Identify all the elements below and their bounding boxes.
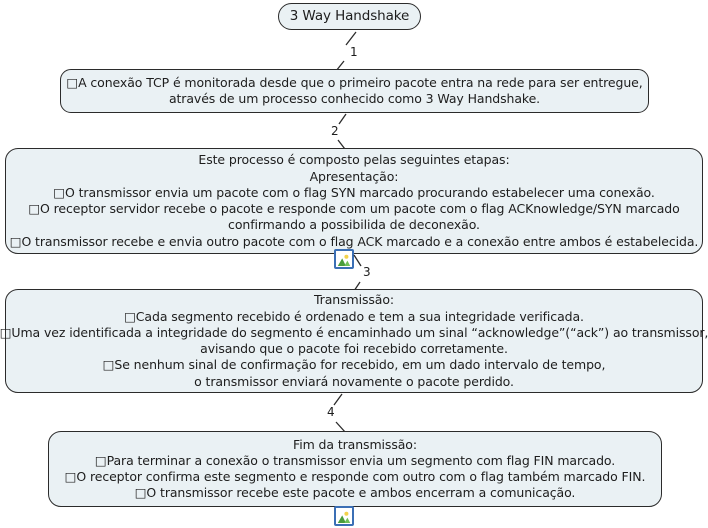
- node-fim-line-1: Fim da transmissão:: [293, 436, 417, 452]
- node-etapas-line-1: Este processo é composto pelas seguintes…: [198, 152, 510, 168]
- connector-4-label: 4: [327, 405, 335, 419]
- broken-image-glyph: [337, 252, 351, 266]
- node-etapas-line-4: □O receptor servidor recebe o pacote e r…: [28, 201, 680, 216]
- node-transmissao-line-1: Transmissão:: [313, 292, 395, 308]
- node-etapas-line-3: □O transmissor envia um pacote com o fla…: [53, 184, 655, 200]
- broken-image-placeholder-icon[interactable]: [334, 506, 354, 526]
- connector-2-label: 2: [331, 124, 339, 138]
- node-etapas-line-5: confirmando a possibilida de deconexão.: [228, 217, 480, 233]
- broken-image-glyph: [337, 509, 351, 523]
- connector-4: 4: [322, 393, 402, 433]
- broken-image-placeholder-icon[interactable]: [334, 249, 354, 269]
- node-intro-line-1: □A conexão TCP é monitorada desde que o …: [66, 74, 643, 90]
- node-etapas[interactable]: Este processo é composto pelas seguintes…: [5, 148, 703, 254]
- connector-1: 1: [322, 31, 402, 71]
- node-fim-line-3: □O receptor confirma este segmento e res…: [64, 469, 646, 484]
- node-transmissao-line-4: avisando que o pacote foi recebido corre…: [200, 341, 508, 356]
- node-intro[interactable]: □A conexão TCP é monitorada desde que o …: [60, 69, 649, 113]
- node-fim-line-4: □O transmissor recebe este pacote e ambo…: [134, 485, 576, 501]
- connector-3-line: [351, 254, 362, 294]
- node-transmissao-line-6: o transmissor enviará novamente o pacote…: [194, 373, 514, 389]
- node-etapas-line-2: Apresentação:: [309, 168, 399, 184]
- node-transmissao-line-2: □Cada segmento recebido é ordenado e tem…: [124, 308, 584, 324]
- connector-1-label: 1: [350, 45, 358, 59]
- node-fim-transmissao[interactable]: Fim da transmissão: □Para terminar a con…: [48, 431, 662, 507]
- node-fim-line-2: □Para terminar a conexão o transmissor e…: [94, 452, 616, 468]
- node-title-label: 3 Way Handshake: [289, 7, 410, 24]
- connector-3-label: 3: [363, 265, 371, 279]
- node-intro-line-2: através de um processo conhecido como 3 …: [168, 91, 541, 106]
- connector-1-line: [335, 31, 357, 71]
- node-title-3-way-handshake[interactable]: 3 Way Handshake: [278, 3, 421, 30]
- connector-3: 3: [322, 254, 402, 294]
- image-mountain-sun-icon: [337, 253, 351, 266]
- node-etapas-line-6: □O transmissor recebe e envia outro paco…: [9, 233, 699, 249]
- node-transmissao[interactable]: Transmissão: □Cada segmento recebido é o…: [0, 289, 708, 393]
- node-transmissao-line-3: □Uma vez identificada a integridade do s…: [0, 324, 708, 340]
- node-transmissao-line-5: □Se nenhum sinal de confirmação for rece…: [102, 357, 606, 373]
- connector-2: 2: [322, 113, 402, 153]
- image-mountain-sun-icon: [337, 510, 351, 523]
